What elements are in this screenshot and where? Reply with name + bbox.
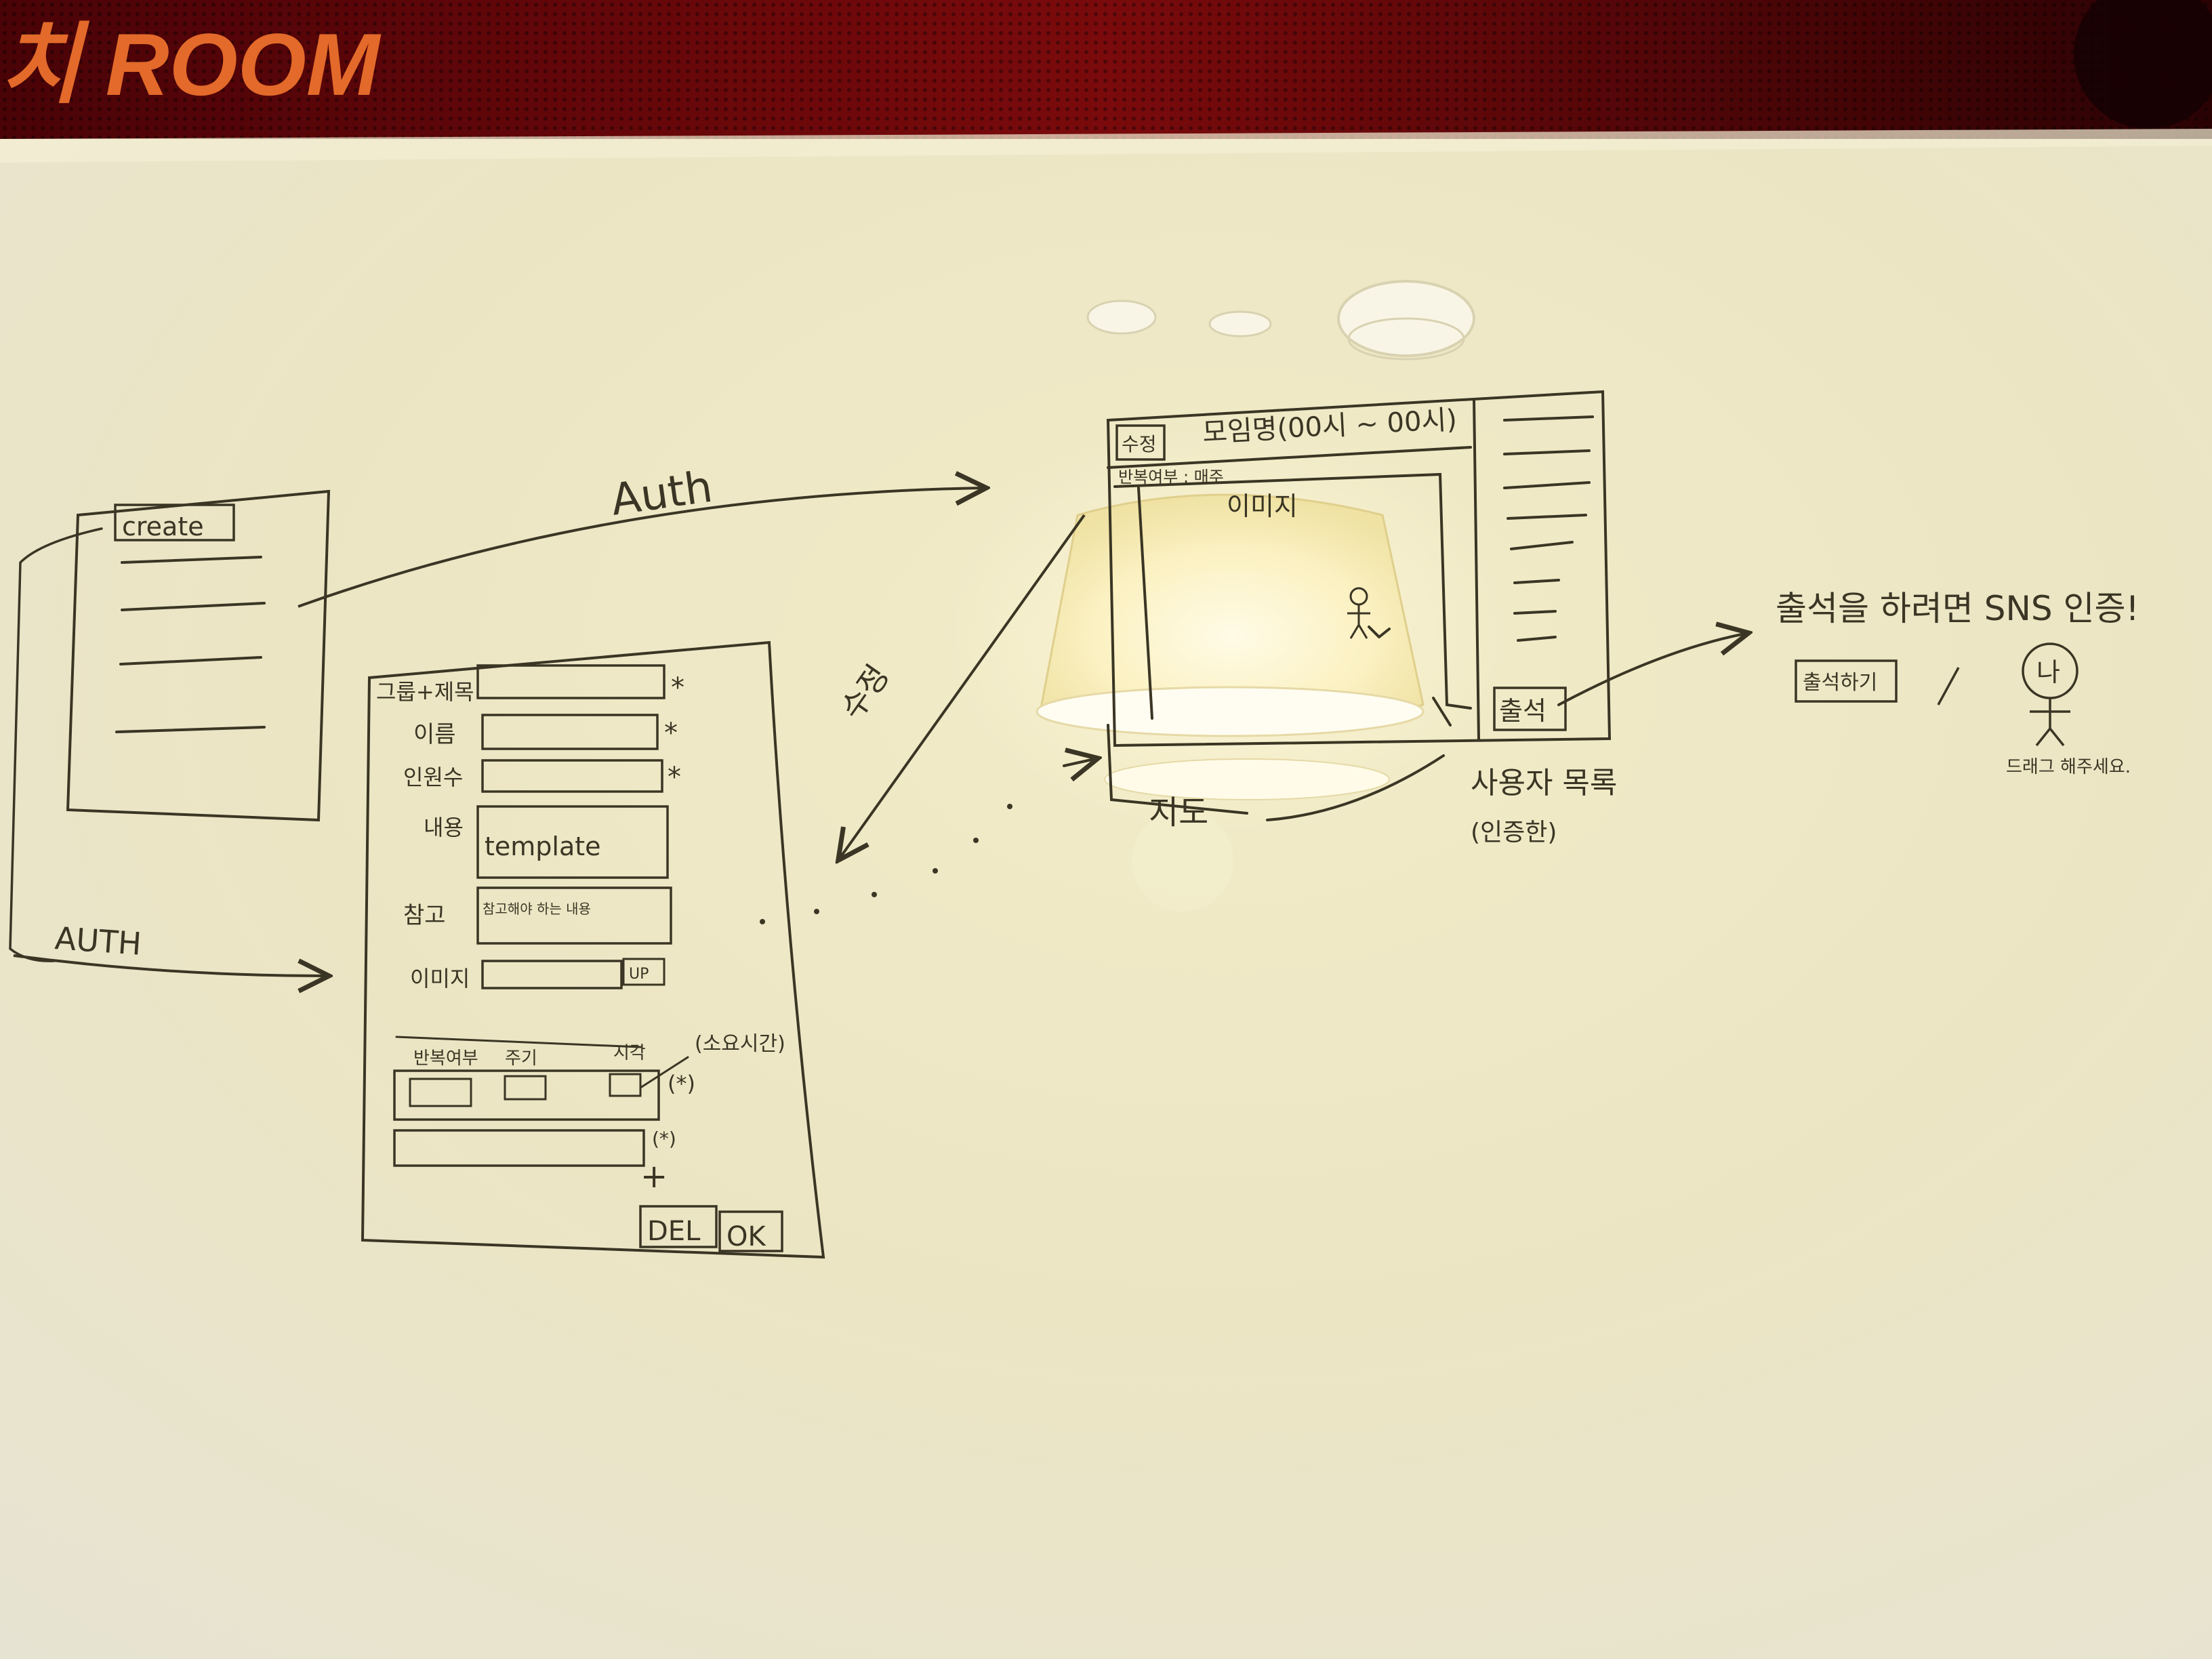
lamp-reflection bbox=[942, 427, 1511, 912]
group-title-input bbox=[476, 664, 665, 699]
attend-action-button bbox=[1795, 659, 1898, 703]
auth-arrow-bottom bbox=[13, 954, 325, 976]
extra-row-mark: (*) bbox=[652, 1128, 676, 1150]
option-label-repeat: 반복여부 bbox=[413, 1048, 478, 1069]
option-label-time: 시각 bbox=[613, 1043, 646, 1063]
form-sketch bbox=[361, 640, 825, 1259]
detail-sketch bbox=[1063, 390, 1745, 821]
field-mark-headcount: * bbox=[668, 762, 681, 793]
edit-button bbox=[1115, 424, 1166, 461]
extra-row-box bbox=[393, 1129, 645, 1167]
option-note: (소요시간) bbox=[695, 1032, 785, 1056]
attendee-list-caption: 사용자 목록 bbox=[1471, 766, 1617, 800]
attend-button-label: 출석 bbox=[1499, 696, 1547, 726]
upload-button-label: UP bbox=[629, 966, 649, 983]
banner-title: 치 ROOM bbox=[0, 15, 382, 114]
ceiling-light-reflections bbox=[1086, 280, 1475, 361]
field-label-group-title: 그룹+제목 bbox=[376, 679, 474, 705]
option-label-period: 주기 bbox=[505, 1048, 537, 1069]
del-button-label: DEL bbox=[647, 1216, 701, 1247]
drag-hint: 드래그 해주세요. bbox=[2006, 757, 2131, 777]
map-label: 지도 bbox=[1149, 794, 1208, 832]
create-label: create bbox=[122, 512, 204, 541]
list-sketch bbox=[9, 489, 331, 962]
add-row-plus: + bbox=[640, 1158, 668, 1195]
upload-button bbox=[622, 958, 665, 986]
banner: 치 ROOM bbox=[0, 0, 2212, 163]
edit-button-label: 수정 bbox=[1122, 433, 1157, 455]
auth-label-bottom: AUTH bbox=[54, 920, 142, 962]
dotted-link bbox=[760, 804, 1012, 924]
content-textarea bbox=[476, 805, 669, 879]
image-area-label: 이미지 bbox=[1227, 491, 1298, 521]
avatar-label: 나 bbox=[2036, 657, 2060, 687]
del-button bbox=[639, 1205, 718, 1248]
headcount-input bbox=[481, 759, 663, 793]
field-mark-group-title: * bbox=[671, 672, 684, 703]
stick-figure-small bbox=[1347, 587, 1370, 639]
options-row-box bbox=[393, 1069, 660, 1121]
auth-arrow-top bbox=[298, 488, 983, 608]
detail-subtitle: 반복여부 : 매주 bbox=[1118, 468, 1224, 487]
option-mark: (*) bbox=[668, 1071, 695, 1097]
attendee-list-sub: (인증한) bbox=[1471, 819, 1557, 846]
whiteboard bbox=[0, 139, 2212, 1659]
reference-textarea bbox=[476, 886, 672, 945]
sns-note: 출석을 하려면 SNS 인증! 출석하기 나 드래그 해주세요. bbox=[1776, 589, 2139, 777]
sns-note-text: 출석을 하려면 SNS 인증! bbox=[1776, 589, 2139, 628]
field-label-name: 이름 bbox=[413, 721, 456, 748]
image-input bbox=[481, 960, 623, 989]
field-value-content: template bbox=[485, 832, 601, 861]
attend-action-label: 출석하기 bbox=[1803, 671, 1877, 695]
field-value-reference: 참고해야 하는 내용 bbox=[483, 901, 591, 917]
name-input bbox=[481, 714, 659, 750]
ok-button-label: OK bbox=[726, 1221, 766, 1252]
create-button bbox=[114, 504, 235, 541]
ok-button bbox=[718, 1210, 783, 1252]
attend-button bbox=[1493, 687, 1567, 731]
form-labels: 그룹+제목 * 이름 * 인원수 * 내용 template 참고 참고해야 하… bbox=[376, 672, 785, 1252]
field-label-image: 이미지 bbox=[410, 966, 470, 991]
field-label-reference: 참고 bbox=[403, 902, 446, 929]
field-label-headcount: 인원수 bbox=[403, 764, 463, 790]
field-label-content: 내용 bbox=[424, 815, 464, 840]
avatar-figure bbox=[2022, 642, 2078, 747]
edit-arrow bbox=[840, 514, 1086, 857]
field-mark-name: * bbox=[664, 718, 678, 749]
